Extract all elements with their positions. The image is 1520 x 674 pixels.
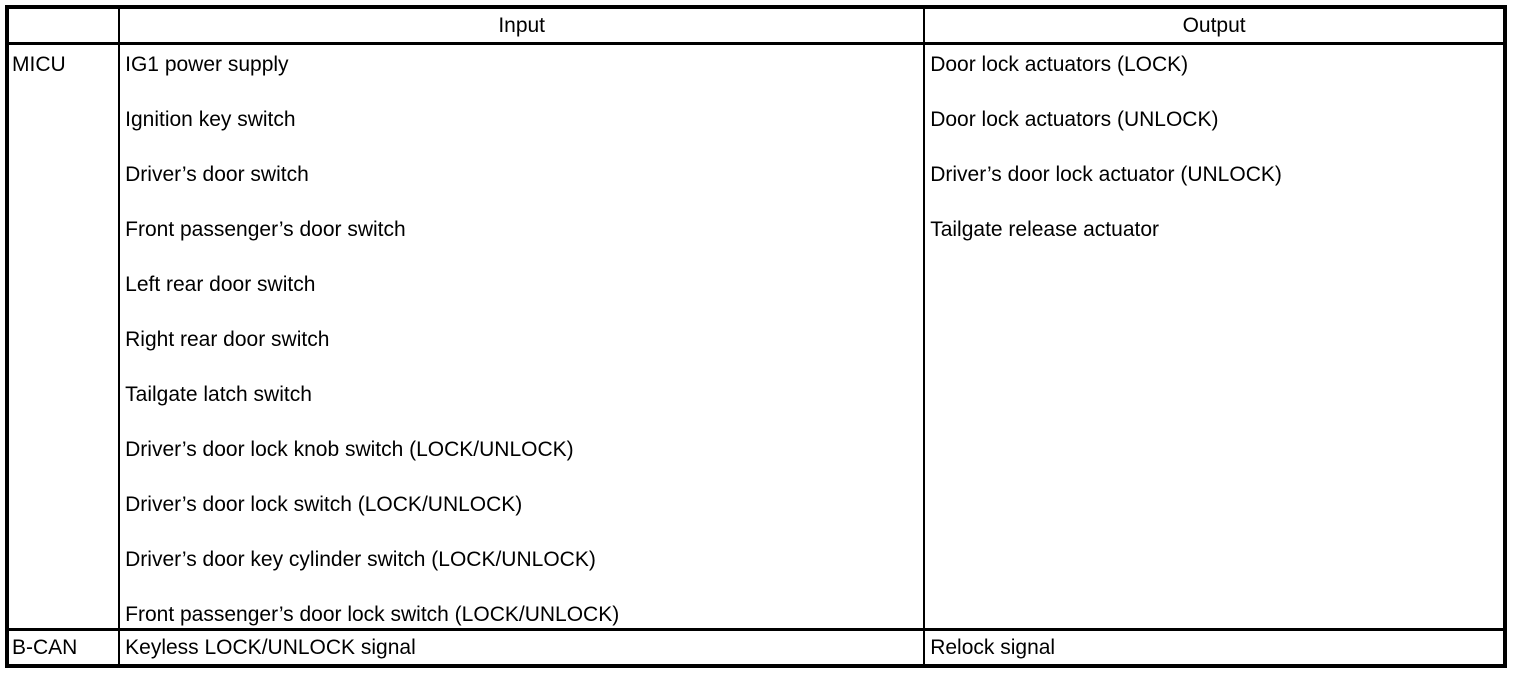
table-cell-item: Driver’s door key cylinder switch (LOCK/…	[125, 548, 596, 571]
table-cell-item: Ignition key switch	[125, 108, 296, 131]
table-header-row: Input Output	[5, 5, 1506, 45]
table-cell-item: Door lock actuators (UNLOCK)	[930, 108, 1219, 131]
table-cell-item: IG1 power supply	[125, 53, 289, 76]
header-unit-cell	[5, 5, 121, 45]
table-cell-item: Left rear door switch	[125, 273, 316, 296]
table-cell-item: Tailgate release actuator	[930, 218, 1160, 241]
header-output-cell: Output	[923, 5, 1506, 45]
header-input-cell: Input	[118, 5, 926, 45]
bcan-input-list: Keyless LOCK/UNLOCK signal	[118, 628, 926, 668]
table-cell-item: Relock signal	[930, 636, 1056, 659]
table-cell-item: Driver’s door lock switch (LOCK/UNLOCK)	[125, 493, 523, 516]
table-cell-item: Front passenger’s door switch	[125, 218, 406, 241]
micu-output-list: Door lock actuators (LOCK) Door lock actu…	[923, 42, 1506, 631]
table-cell-item: Tailgate latch switch	[125, 383, 312, 406]
table-cell-item: Right rear door switch	[125, 328, 330, 351]
table-cell-item: Driver’s door lock knob switch (LOCK/UNL…	[125, 438, 574, 461]
table-cell-item: Driver’s door lock actuator (UNLOCK)	[930, 163, 1282, 186]
table-cell-item: Door lock actuators (LOCK)	[930, 53, 1189, 76]
table-cell-item: Keyless LOCK/UNLOCK signal	[125, 636, 416, 659]
table-cell-item: Front passenger’s door lock switch (LOCK…	[125, 603, 620, 626]
table-cell-item: Driver’s door switch	[125, 163, 309, 186]
table-row-bcan: B-CAN Keyless LOCK/UNLOCK signal Relock …	[5, 628, 1506, 668]
unit-label-micu: MICU	[5, 42, 121, 631]
unit-label-bcan: B-CAN	[5, 628, 121, 668]
bcan-output-list: Relock signal	[923, 628, 1506, 668]
